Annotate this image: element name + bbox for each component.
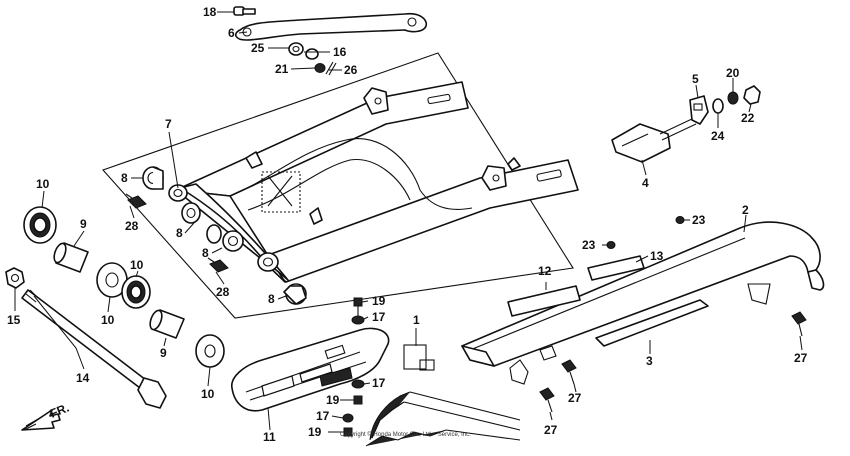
part-23-nut-lower	[606, 241, 616, 249]
part-8-bushing-c	[206, 224, 244, 252]
callout-8c: 8	[202, 246, 209, 260]
part-19-screw-lower	[343, 427, 353, 437]
part-10-dust-seal-mid	[121, 275, 151, 309]
part-8-bushing-a	[142, 166, 164, 190]
part-16-washer	[305, 48, 319, 60]
callout-6: 6	[228, 26, 235, 40]
callout-10b: 10	[130, 258, 144, 272]
part-26-cotter-pin	[325, 61, 337, 76]
callout-numbers: 18 6 25 16 21 26 7 8 8 8 8 28 28 10 9 10…	[7, 5, 808, 444]
callout-28a: 28	[125, 219, 139, 233]
part-20-nut	[727, 91, 739, 105]
part-17-washer-mid	[351, 379, 365, 389]
callout-23a: 23	[692, 213, 706, 227]
part-24-washer	[712, 98, 724, 114]
part-6-arm	[234, 12, 428, 41]
part-21-nut	[314, 63, 326, 73]
callout-3: 3	[646, 354, 653, 368]
part-27-bolt-low	[539, 387, 555, 413]
part-18-bolt	[233, 6, 256, 16]
callout-13: 13	[650, 249, 664, 263]
callout-26: 26	[344, 63, 358, 77]
callout-4: 4	[642, 176, 649, 190]
part-5-adjuster-plate	[689, 95, 709, 125]
callout-22: 22	[741, 111, 755, 125]
part-12-label	[507, 285, 581, 317]
callout-27c: 27	[544, 423, 558, 437]
part-28-grease-fitting-upper	[125, 193, 147, 209]
callout-10a: 10	[36, 177, 50, 191]
part-19-screw-mid	[353, 395, 363, 405]
callout-19c: 19	[308, 425, 322, 439]
callout-8d: 8	[268, 292, 275, 306]
callout-21: 21	[275, 62, 289, 76]
swingarm-assembly-outline	[102, 52, 574, 319]
part-13-label	[587, 255, 645, 281]
callout-14: 14	[76, 371, 90, 385]
callout-18: 18	[203, 5, 217, 19]
callout-10c: 10	[101, 313, 115, 327]
part-23-nut-upper	[675, 216, 685, 224]
leader-lines	[14, 11, 803, 433]
part-10-washer-lower	[195, 334, 225, 368]
callout-7: 7	[165, 117, 172, 131]
part-27-bolt-mid	[561, 359, 577, 385]
part-22-nut	[743, 85, 761, 105]
callout-9b: 9	[160, 346, 167, 360]
part-17-washer-upper	[351, 315, 365, 325]
part-14-pivot-bolt	[21, 289, 167, 409]
callout-23b: 23	[582, 238, 596, 252]
part-11-chain-slider	[231, 327, 390, 412]
part-15-nut	[5, 267, 25, 289]
part-27-bolt-right	[791, 311, 807, 337]
callout-15: 15	[7, 313, 21, 327]
part-8-bushing-b	[181, 202, 201, 224]
callout-5: 5	[692, 72, 699, 86]
callout-11: 11	[263, 430, 276, 444]
callout-9a: 9	[80, 217, 87, 231]
callout-8a: 8	[121, 171, 128, 185]
callout-24: 24	[711, 129, 725, 143]
part-25-collar	[288, 42, 304, 56]
callout-17b: 17	[372, 376, 386, 390]
front-direction-label: FR.	[48, 401, 71, 421]
callout-10d: 10	[201, 387, 215, 401]
callout-17c: 17	[316, 409, 330, 423]
callout-19b: 19	[326, 393, 340, 407]
callout-12: 12	[538, 264, 552, 278]
copyright-note: Copyright © Honda Motor Co., Ltd. · Serv…	[340, 431, 471, 438]
part-28-grease-fitting-lower	[207, 257, 229, 273]
part-9-collar-upper	[53, 242, 89, 273]
callout-19a: 19	[372, 294, 386, 308]
part-1-drive-chain	[365, 344, 521, 447]
part-4-chain-adjuster	[611, 117, 697, 163]
callout-17a: 17	[372, 310, 386, 324]
part-3-chain-guide	[595, 299, 709, 347]
callout-16: 16	[333, 45, 347, 59]
callout-2: 2	[742, 203, 749, 217]
callout-20: 20	[726, 66, 740, 80]
part-7-swingarm	[168, 81, 579, 283]
callout-1: 1	[413, 313, 420, 327]
front-direction-arrow	[21, 409, 61, 431]
part-9-collar-lower	[149, 309, 185, 339]
part-17-washer-lower	[342, 413, 354, 423]
part-19-screw-upper	[353, 297, 363, 316]
callout-28b: 28	[216, 285, 230, 299]
part-2-chain-case	[461, 221, 825, 385]
callout-8b: 8	[176, 226, 183, 240]
part-10-dust-seal-upper	[23, 206, 57, 244]
callout-25: 25	[251, 41, 265, 55]
part-8-bushing-d	[283, 283, 307, 305]
callout-27a: 27	[794, 351, 808, 365]
callout-27b: 27	[568, 391, 582, 405]
